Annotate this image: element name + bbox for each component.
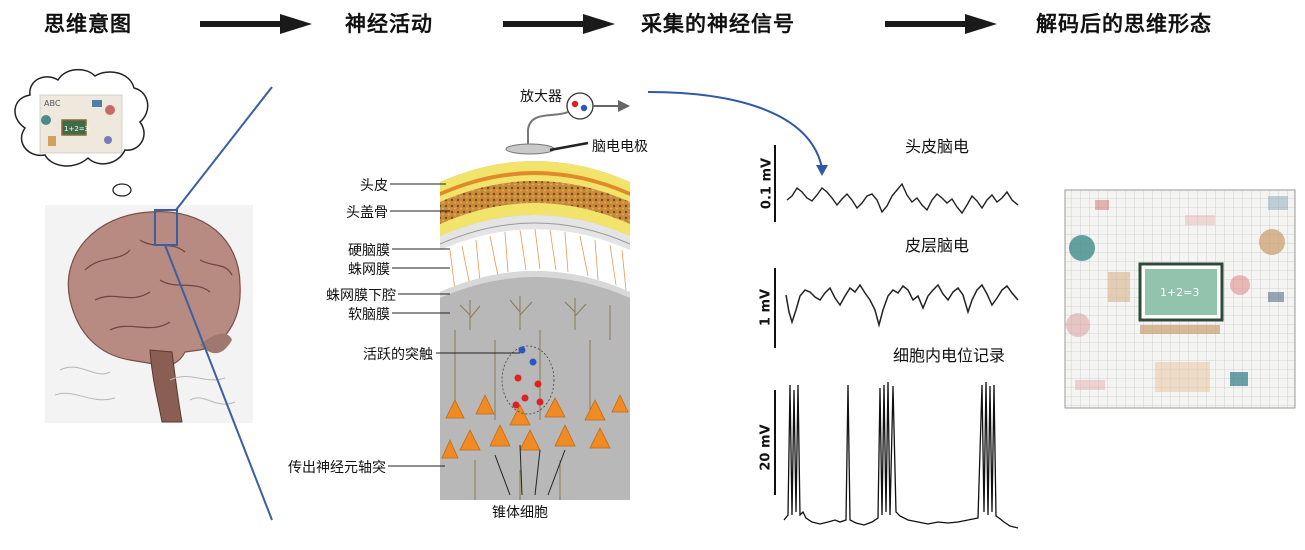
signal-intracellular xyxy=(783,381,1019,529)
amplifier-label: 放大器 xyxy=(520,89,562,105)
intracellular-title: 细胞内电位记录 xyxy=(893,346,1006,365)
dura-label: 硬脑膜 xyxy=(348,243,390,259)
subarachnoid-label: 蛛网膜下腔 xyxy=(326,288,396,304)
eeg-electrode xyxy=(505,111,589,155)
flow-arrow-3 xyxy=(885,14,997,34)
abc-icon: ABC xyxy=(44,99,61,108)
skull-label: 头盖骨 xyxy=(346,205,388,221)
signal-scalp-eeg xyxy=(786,182,1019,215)
cortex-cross-section xyxy=(440,161,630,500)
chalkboard-icon xyxy=(61,119,87,136)
decoded-chalkboard xyxy=(1145,269,1217,315)
thought-bubble xyxy=(14,68,149,215)
brain-head-illustration xyxy=(45,205,253,423)
ecog-title: 皮层脑电 xyxy=(905,236,970,255)
signal-ecog-group xyxy=(774,268,1019,348)
layer-pointer-lines xyxy=(388,183,566,496)
scalp-eeg-scale: 0.1 mV xyxy=(759,157,775,210)
eeg-electrode-label: 脑电电极 xyxy=(592,139,648,155)
ecog-scale: 1 mV xyxy=(758,288,774,327)
zoom-line-bottom xyxy=(164,244,273,521)
efferent-axon-label: 传出神经元轴突 xyxy=(288,460,386,476)
signal-intracellular-group xyxy=(774,381,1019,529)
flow-arrow-2 xyxy=(503,14,615,34)
amplifier xyxy=(566,92,630,120)
scalp-label: 头皮 xyxy=(360,178,388,194)
flow-arrow-1 xyxy=(200,14,312,34)
active-synapse-label: 活跃的突触 xyxy=(363,347,433,363)
arachnoid-label: 蛛网膜 xyxy=(348,262,390,278)
decoded-formula-text: 1+2=3 xyxy=(1160,286,1199,299)
signal-scalp-eeg-group xyxy=(774,145,1019,222)
scalp-eeg-title: 头皮脑电 xyxy=(905,137,970,156)
zoom-line-top xyxy=(175,86,273,211)
step-thought-intent: 思维意图 xyxy=(44,12,132,36)
decoded-image xyxy=(1064,189,1296,409)
step-neural-activity: 神经活动 xyxy=(345,12,433,36)
pyramidal-cells-label: 锥体细胞 xyxy=(492,505,548,521)
active-synapse-cluster xyxy=(501,345,555,415)
formula-icon: 1+2=3 xyxy=(64,125,89,133)
intracellular-scale: 20 mV xyxy=(758,424,774,471)
signal-ecog xyxy=(785,283,1019,328)
step-decoded-thought: 解码后的思维形态 xyxy=(1036,12,1212,36)
step-collected-signals: 采集的神经信号 xyxy=(641,12,795,36)
pia-label: 软脑膜 xyxy=(348,307,390,323)
signal-flow-arrow xyxy=(647,91,823,169)
